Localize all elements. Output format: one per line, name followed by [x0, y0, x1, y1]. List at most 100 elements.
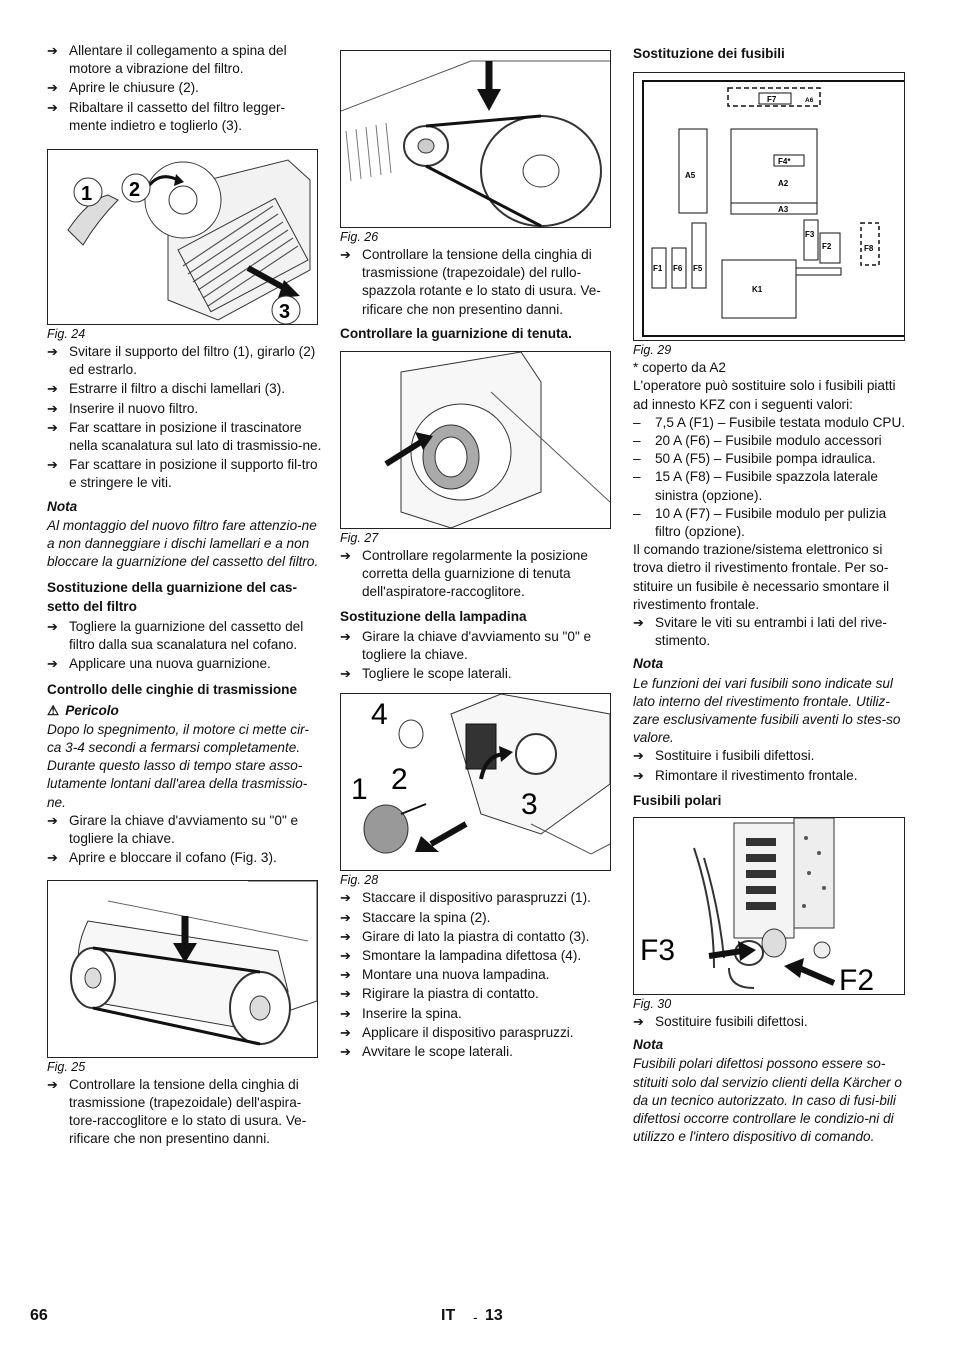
fuse-label-f6: F6	[673, 264, 683, 273]
fuse-label-f1: F1	[653, 264, 663, 273]
fuse-board-diagram: F7 A6 A5 F4* A2 A3 F3 F2 F8 F1 F6 F5 K1	[642, 80, 904, 338]
arrow-icon: ➔	[47, 457, 58, 473]
list-item: –10 A (F7) – Fusibile modulo per pulizia…	[633, 505, 887, 540]
arrow-icon: ➔	[340, 948, 351, 964]
relay-label-k1: K1	[752, 285, 763, 294]
step: ➔Staccare la spina (2).	[340, 909, 615, 927]
section-heading: Controllo delle cinghie di trasmissione	[47, 682, 298, 698]
figure-caption: Fig. 30	[633, 997, 672, 1012]
arrow-icon: ➔	[47, 80, 58, 96]
figure-caption: Fig. 26	[340, 230, 379, 244]
dash-marker: –	[633, 451, 641, 467]
arrow-icon: ➔	[340, 909, 351, 925]
polar-fuse-illustration: F3 F2	[640, 818, 874, 994]
step: ➔Montare una nuova lampadina.	[340, 966, 615, 984]
arrow-icon: ➔	[633, 615, 644, 631]
step: ➔Applicare il dispositivo paraspruzzi.	[340, 1024, 615, 1042]
section-heading: Fusibili polari	[633, 792, 722, 808]
arrow-icon: ➔	[340, 628, 351, 644]
arrow-icon: ➔	[47, 1076, 58, 1092]
paragraph-intro: L'operatore può sostituire solo i fusibi…	[633, 378, 896, 412]
footer-separator: -	[473, 1309, 478, 1325]
lamp-illustration: 4 2 1 3	[351, 694, 610, 855]
arrow-icon: ➔	[340, 247, 351, 262]
note-text: Le funzioni dei vari fusibili sono indic…	[633, 675, 901, 746]
arrow-icon: ➔	[340, 1024, 351, 1040]
figure-27	[340, 351, 611, 530]
column-left: ➔Allentare il collegamento a spina del m…	[47, 42, 322, 1149]
fuse-label-f2: F2	[822, 242, 832, 251]
fig24-label-2: 2	[129, 179, 140, 201]
note-text: Al montaggio del nuovo filtro fare atten…	[47, 517, 319, 570]
step: ➔Smontare la lampadina difettosa (4).	[340, 947, 615, 965]
arrow-icon: ➔	[47, 812, 58, 828]
figure-28: 4 2 1 3	[340, 693, 611, 872]
fuse-label-f5: F5	[693, 264, 703, 273]
arrow-icon: ➔	[47, 850, 58, 866]
step: ➔Controllare la tensione della cinghia d…	[340, 247, 601, 317]
figure-24: 1 2 3	[47, 149, 318, 326]
section-heading: Sostituzione della lampadina	[340, 608, 527, 624]
step: ➔Avvitare le scope laterali.	[340, 1043, 615, 1061]
dash-marker: –	[633, 433, 641, 449]
step: ➔Inserire il nuovo filtro.	[47, 400, 322, 418]
step: ➔Far scattare in posizione il trascinato…	[47, 419, 322, 454]
arrow-icon: ➔	[47, 43, 58, 58]
section-heading: Sostituzione della guarnizione del cas-s…	[47, 580, 298, 614]
step: ➔Controllare la tensione della cinghia d…	[47, 1076, 307, 1147]
step: ➔Aprire le chiusure (2).	[47, 79, 322, 97]
arrow-icon: ➔	[47, 656, 58, 672]
steps-filter-remove: ➔Allentare il collegamento a spina del m…	[47, 42, 322, 135]
step: ➔Girare la chiave d'avviamento su "0" e …	[47, 812, 299, 847]
language-code: IT	[441, 1307, 456, 1324]
note-text: Fusibili polari difettosi possono essere…	[633, 1056, 902, 1145]
figure-caption: Fig. 27	[340, 531, 379, 546]
arrow-icon: ➔	[47, 344, 58, 360]
step: ➔Staccare il dispositivo paraspruzzi (1)…	[340, 889, 615, 907]
step: ➔Svitare il supporto del filtro (1), gir…	[47, 344, 316, 378]
arrow-icon: ➔	[340, 1005, 351, 1021]
arrow-icon: ➔	[47, 419, 58, 435]
module-label-a3: A3	[778, 205, 789, 214]
arrow-icon: ➔	[340, 548, 351, 564]
note-title: Nota	[633, 1037, 664, 1053]
list-item: –20 A (F6) – Fusibile modulo accessori	[633, 432, 908, 450]
step: ➔Togliere le scope laterali.	[340, 665, 615, 683]
arrow-icon: ➔	[340, 986, 351, 1002]
fuse-label-f4: F4*	[778, 157, 791, 166]
note-title: Nota	[47, 498, 78, 514]
figure-26	[340, 50, 611, 228]
figure-caption: Fig. 24	[47, 327, 86, 342]
step: ➔Rimontare il rivestimento frontale.	[633, 767, 908, 785]
arrow-icon: ➔	[633, 1014, 644, 1030]
note-title: Nota	[633, 656, 664, 672]
step: ➔Girare la chiave d'avviamento su "0" e …	[340, 628, 592, 663]
fig24-label-1: 1	[81, 183, 92, 205]
step: ➔Aprire e bloccare il cofano (Fig. 3).	[47, 849, 322, 867]
dash-marker: –	[633, 505, 641, 521]
dash-marker: –	[633, 414, 641, 430]
figure-29: F7 A6 A5 F4* A2 A3 F3 F2 F8 F1 F6 F5 K1	[633, 72, 905, 342]
step: ➔Inserire la spina.	[340, 1005, 615, 1023]
arrow-icon: ➔	[47, 618, 58, 634]
step: ➔Girare di lato la piastra di contatto (…	[340, 928, 615, 946]
section-heading: Controllare la guarnizione di tenuta.	[340, 325, 572, 341]
step: ➔Togliere la guarnizione del cassetto de…	[47, 618, 304, 653]
section-heading: Sostituzione dei fusibili	[633, 46, 785, 61]
list-item: –7,5 A (F1) – Fusibile testata modulo CP…	[633, 414, 908, 432]
seal-illustration	[384, 352, 610, 529]
column-right: Sostituzione dei fusibili F7 A6 A5 F4* A…	[633, 42, 908, 1147]
fig28-label-1: 1	[351, 773, 368, 806]
arrow-icon: ➔	[340, 928, 351, 944]
step: ➔Allentare il collegamento a spina del m…	[47, 43, 287, 77]
step: ➔Applicare una nuova guarnizione.	[47, 655, 322, 673]
fuse-label-f8: F8	[864, 244, 874, 253]
filter-illustration: 1 2 3	[67, 159, 311, 325]
step: ➔Sostituire i fusibili difettosi.	[633, 747, 908, 765]
page-number: 66	[30, 1307, 48, 1324]
arrow-icon: ➔	[340, 1044, 351, 1060]
fig30-label-f2: F2	[839, 964, 874, 994]
figure-caption: Fig. 28	[340, 873, 379, 888]
list-item: –50 A (F5) – Fusibile pompa idraulica.	[633, 450, 908, 468]
fig28-label-4: 4	[371, 698, 388, 731]
